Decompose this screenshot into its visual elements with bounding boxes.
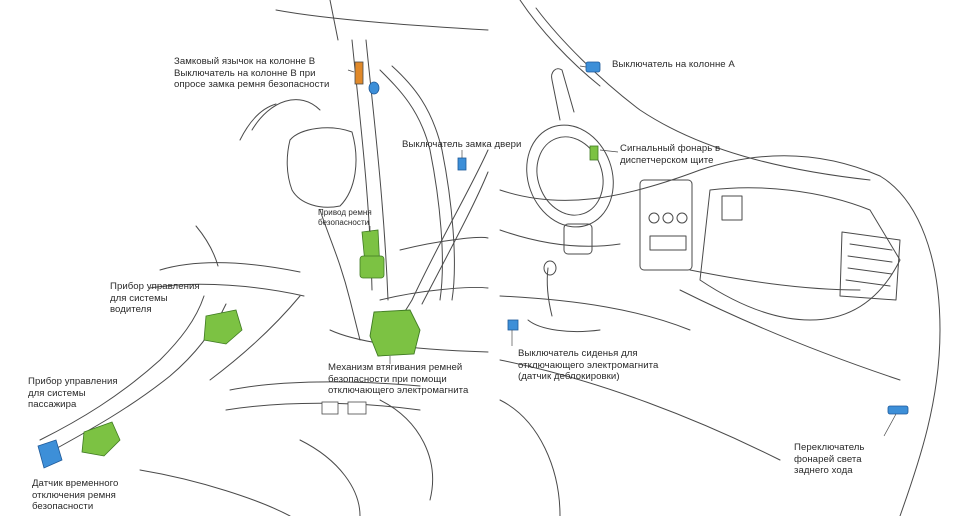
- a-pillar-switch-part: [585, 61, 601, 73]
- b-pillar-rear-edge: [365, 39, 389, 301]
- center-console: [639, 179, 693, 271]
- warning-lamp-part: [589, 145, 599, 161]
- rear-headrest: [286, 127, 357, 208]
- door-pull-top: [195, 225, 219, 267]
- seat-switch-part: [507, 319, 519, 331]
- belt-drive-motor: [359, 255, 385, 279]
- floor-line-1: [229, 381, 421, 391]
- label-reverse-light-switch: Переключатель фонарей света заднего хода: [794, 442, 865, 476]
- dashboard-lower: [499, 229, 621, 247]
- leader-reverse: [883, 413, 897, 437]
- console-knob-3: [676, 212, 688, 224]
- speaker-grille: [563, 223, 593, 255]
- leader-a-pillar: [579, 65, 587, 68]
- windshield-edge: [519, 0, 601, 87]
- front-seat-top: [399, 237, 489, 251]
- floor-line-3: [299, 439, 361, 516]
- steering-wheel-inner: [536, 136, 604, 216]
- label-warning-lamp: Сигнальный фонарь в диспетчерском щите: [620, 143, 721, 166]
- roof-rail-line: [329, 0, 339, 41]
- gear-knob: [543, 260, 557, 276]
- temp-disable-sensor-part: [37, 439, 63, 469]
- label-b-pillar-tongue: Замковый язычок на колонне В Выключатель…: [174, 56, 330, 90]
- belt-strap-upper: [379, 69, 443, 301]
- leader-warning-lamp: [599, 149, 619, 153]
- steering-wheel-rim: [526, 124, 614, 228]
- label-belt-drive: Привод ремня безопасности: [318, 208, 372, 227]
- door-edge-right: [879, 175, 941, 516]
- rear-seatback-edge: [319, 209, 361, 341]
- front-seat-base: [379, 399, 434, 501]
- air-vent-slats: [845, 243, 893, 287]
- door-trim-line: [209, 295, 301, 381]
- leader-b-pillar: [347, 69, 355, 73]
- roof-edge-line: [275, 9, 489, 31]
- retractor-part: [369, 309, 421, 357]
- label-door-lock-switch: Выключатель замка двери: [402, 139, 522, 150]
- label-a-pillar-switch: Выключатель на колонне А: [612, 59, 735, 70]
- dashboard-top: [499, 155, 881, 201]
- door-sill-line: [39, 295, 205, 441]
- console-panel: [649, 235, 687, 251]
- label-seat-switch: Выключатель сиденья для отключающего эле…: [518, 348, 659, 382]
- rear-window-line: [239, 103, 277, 141]
- glovebox-panel: [699, 187, 901, 321]
- passenger-control-part: [81, 421, 121, 457]
- front-seat-line: [379, 287, 489, 301]
- b-pillar-tongue-part: [354, 61, 364, 85]
- dash-lower-edge: [689, 269, 861, 291]
- console-knob-1: [648, 212, 660, 224]
- belt-diagonal-2: [421, 171, 489, 305]
- floor-right-2: [499, 359, 781, 461]
- sill-bottom: [139, 469, 291, 516]
- door-lock-switch-part: [457, 157, 467, 171]
- gear-lever: [546, 267, 553, 317]
- armrest-top: [159, 262, 301, 273]
- reverse-light-switch-part: [887, 405, 909, 415]
- seat-right-base: [499, 399, 561, 516]
- a-pillar-line: [535, 7, 871, 181]
- retractor-bracket-1: [321, 401, 339, 415]
- page-split-gap: [490, 0, 498, 516]
- floor-right-1: [499, 295, 691, 331]
- driver-control-part: [203, 309, 243, 345]
- rear-window-curve: [251, 99, 321, 131]
- label-passenger-control: Прибор управления для системы пассажира: [28, 376, 118, 410]
- belt-strap-upper-2: [391, 65, 455, 301]
- label-temp-disable-sensor: Датчик временного отключения ремня безоп…: [32, 478, 119, 512]
- b-pillar-switch-part: [368, 81, 380, 95]
- armrest-bottom: [149, 283, 305, 297]
- label-driver-control: Прибор управления для системы водителя: [110, 281, 200, 315]
- air-vent: [839, 231, 901, 301]
- gear-boot: [527, 319, 601, 333]
- retractor-bracket-2: [347, 401, 367, 415]
- steering-column-stalk: [551, 68, 575, 121]
- kick-panel-line: [679, 289, 901, 381]
- label-retractor: Механизм втягивания ремней безопасности …: [328, 362, 469, 396]
- console-knob-2: [662, 212, 674, 224]
- glovebox-latch: [721, 195, 743, 221]
